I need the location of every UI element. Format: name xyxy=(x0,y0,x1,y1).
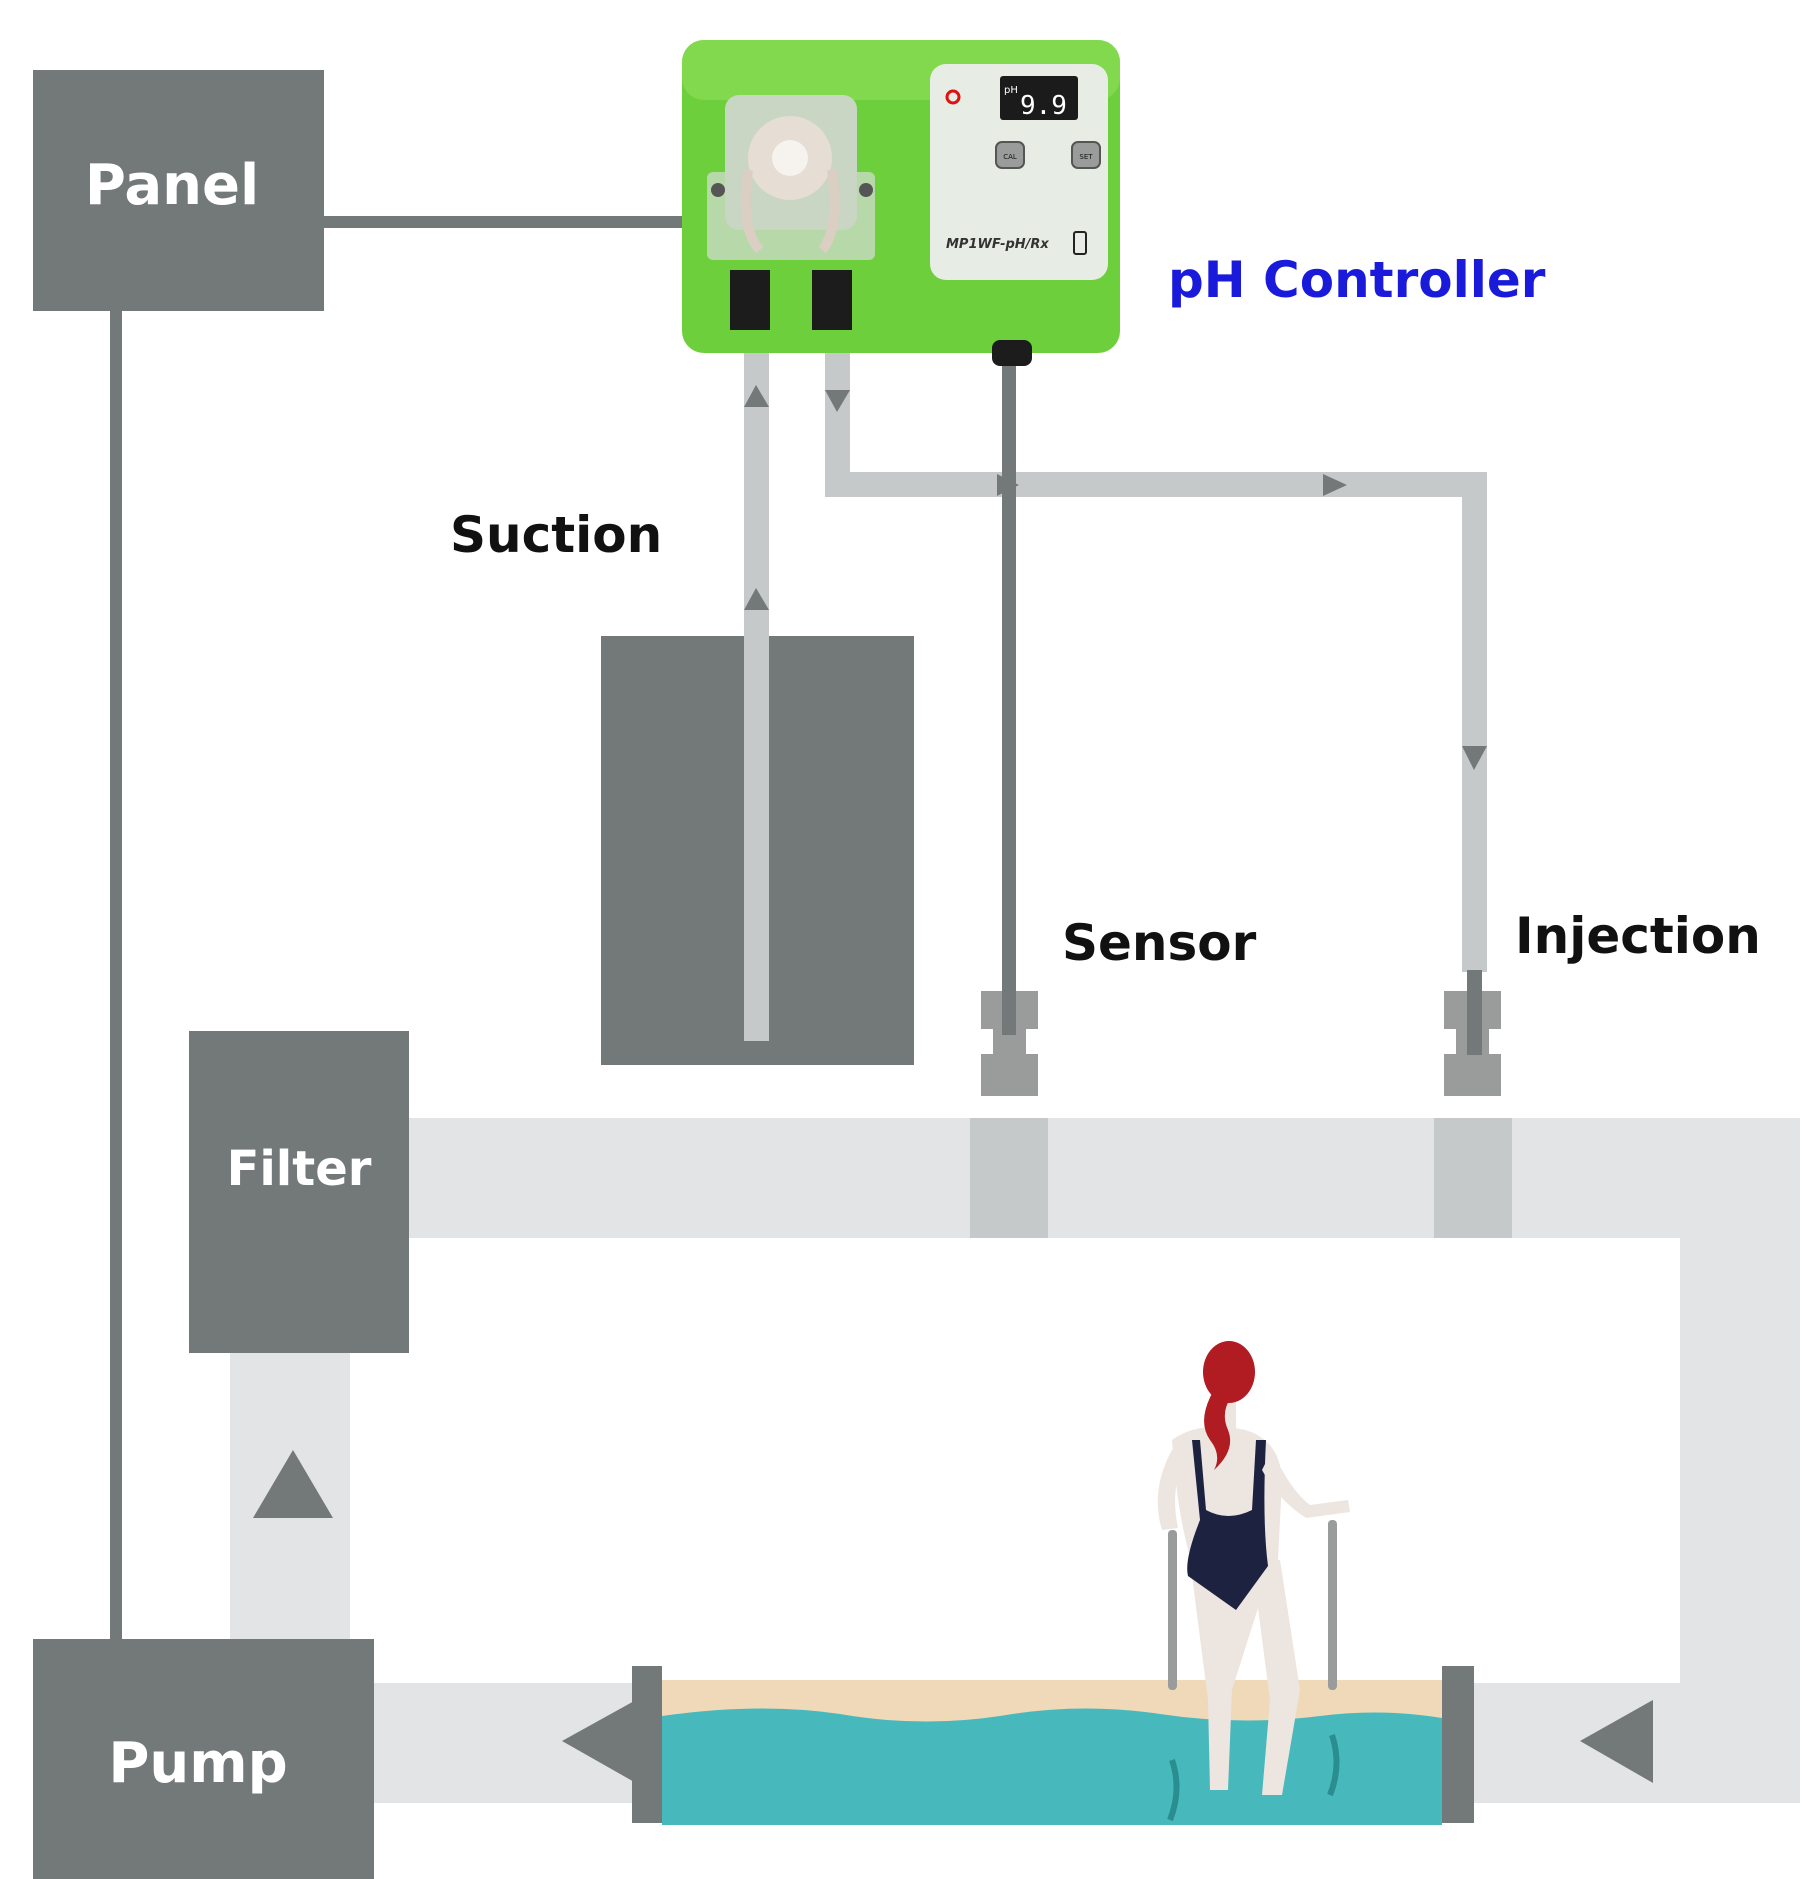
suction-tube xyxy=(744,300,769,1041)
panel-pump-wire xyxy=(110,300,122,1645)
display-value: 9.9 xyxy=(1020,91,1067,121)
injection-tube-horizontal xyxy=(825,472,1487,497)
set-button-label: SET xyxy=(1079,153,1093,161)
pool-outlet-arrow-left xyxy=(562,1700,636,1783)
phone-icon xyxy=(1073,231,1087,255)
filter-flow-arrow-up xyxy=(253,1450,333,1518)
injection-arrow-right-2 xyxy=(1323,474,1347,496)
device-model: MP1WF-pH/Rx xyxy=(946,237,1049,252)
set-button xyxy=(1071,141,1101,169)
sensor-cable xyxy=(1002,275,1016,975)
injection-arrow-right-1 xyxy=(997,474,1019,496)
sensor-label: Sensor xyxy=(1062,914,1257,972)
cal-button-label: CAL xyxy=(1003,153,1017,161)
controller-label: pH Controller xyxy=(1168,251,1546,309)
lcd-display xyxy=(1000,76,1078,120)
injection-arrow-down-2 xyxy=(1462,746,1487,770)
suction-label: Suction xyxy=(450,506,662,564)
sensor-fitting xyxy=(970,975,1048,1238)
pool-wall-right xyxy=(1442,1666,1474,1823)
injection-fitting xyxy=(1434,990,1512,1238)
panel-label: Panel xyxy=(85,153,259,218)
right-flow-arrow-left xyxy=(1580,1700,1653,1783)
cal-button xyxy=(995,141,1025,169)
return-pipe-top xyxy=(406,1118,1800,1238)
panel-box: Panel xyxy=(33,70,324,311)
pump-label: Pump xyxy=(108,1731,287,1796)
pump-box: Pump xyxy=(33,1639,374,1879)
panel-controller-wire xyxy=(323,216,768,228)
injection-tube-right xyxy=(1462,472,1487,972)
display-unit: pH xyxy=(1004,85,1018,96)
ph-controller-device: pH 9.9 CAL SET MP1WF-pH/Rx xyxy=(682,40,1120,366)
filter-box: Filter xyxy=(189,1031,409,1353)
injection-label: Injection xyxy=(1515,907,1761,965)
pool-wall-left xyxy=(632,1666,662,1823)
injection-arrow-down xyxy=(825,390,850,412)
filter-label: Filter xyxy=(227,1141,372,1197)
swimmer-figure xyxy=(1157,1341,1350,1822)
brand-logo-icon xyxy=(945,89,961,105)
pool xyxy=(632,1666,1474,1825)
suction-arrow-up-1 xyxy=(744,385,769,407)
suction-arrow-up-2 xyxy=(744,588,769,610)
